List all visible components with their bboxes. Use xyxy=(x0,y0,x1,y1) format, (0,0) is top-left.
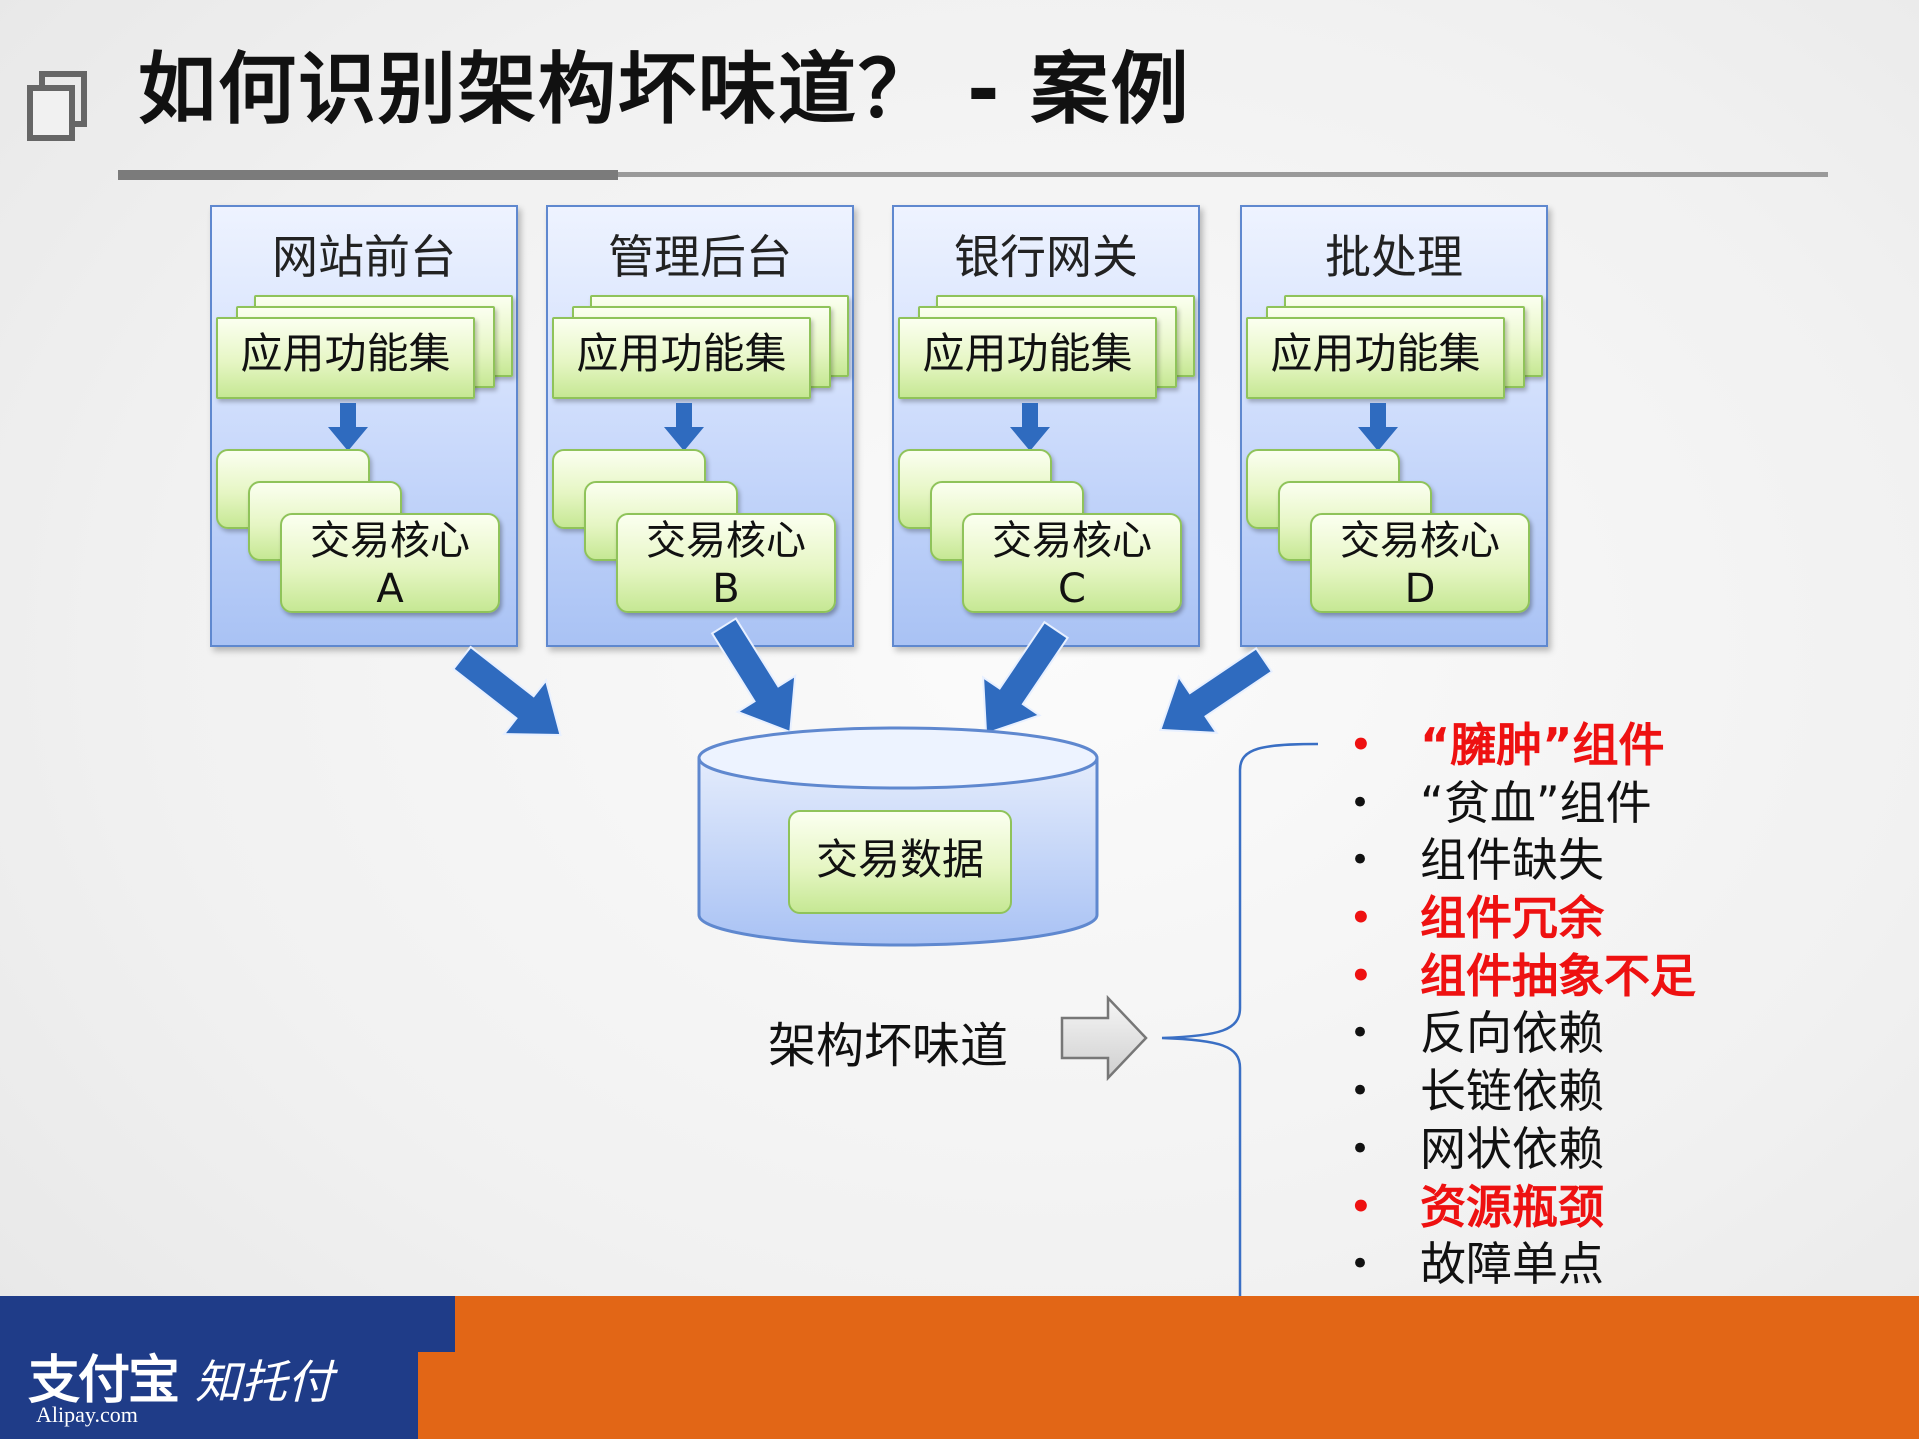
trade-core-id: C xyxy=(1058,566,1086,612)
system-name: 银行网关 xyxy=(954,230,1138,284)
smell-text: 长链依赖 xyxy=(1420,1064,1604,1119)
down-arrow-icon xyxy=(328,403,368,451)
smell-text: 网状依赖 xyxy=(1420,1121,1604,1176)
curly-brace xyxy=(1161,742,1319,1334)
smell-text: “臃肿”组件 xyxy=(1420,718,1665,772)
system-panel-4: 批处理 应用功能集 交易核心 D xyxy=(1240,205,1548,647)
alipay-slogan: 知托付 xyxy=(195,1355,333,1409)
system-name: 网站前台 xyxy=(272,230,456,284)
trade-core-label: 交易核心 xyxy=(310,518,470,564)
bullet-icon: • xyxy=(1350,725,1372,765)
feature-set-label: 应用功能集 xyxy=(1270,329,1481,378)
system-panel-2: 管理后台 应用功能集 交易核心 B xyxy=(546,205,854,647)
system-name: 批处理 xyxy=(1325,230,1463,284)
feature-set-label: 应用功能集 xyxy=(240,329,451,378)
smell-item: • 组件抽象不足 xyxy=(1350,947,1696,1005)
slide-copy-icon xyxy=(27,71,87,141)
smell-text: 故障单点 xyxy=(1420,1237,1604,1292)
smell-item: • 组件冗余 xyxy=(1350,889,1696,947)
trade-core-box: 交易核心 B xyxy=(616,513,836,613)
trade-core-box: 交易核心 A xyxy=(280,513,500,613)
title-rule-light xyxy=(618,172,1828,177)
smell-item: • “贫血”组件 xyxy=(1350,774,1696,832)
smell-list: • “臃肿”组件 • “贫血”组件 • 组件缺失 • 组件冗余 • 组件抽象不足 • 反向依赖 • 长链依… xyxy=(1350,716,1696,1351)
alipay-domain: Alipay.com xyxy=(36,1402,138,1427)
smell-text: 资源瓶颈 xyxy=(1420,1179,1604,1234)
smell-item: • 网状依赖 xyxy=(1350,1120,1696,1178)
system-name: 管理后台 xyxy=(608,230,792,284)
gray-arrow xyxy=(1060,994,1148,1082)
footer-navy-band xyxy=(0,1296,455,1439)
arrow-c-to-db xyxy=(981,620,1069,736)
smell-item: • 反向依赖 xyxy=(1350,1004,1696,1062)
arrow-a-to-db xyxy=(451,645,562,736)
smell-text: 组件抽象不足 xyxy=(1420,948,1696,1003)
bullet-icon: • xyxy=(1350,955,1372,996)
smell-item: • 资源瓶颈 xyxy=(1350,1178,1696,1236)
smell-item: • 长链依赖 xyxy=(1350,1062,1696,1120)
bullet-icon: • xyxy=(1350,1071,1371,1112)
bullet-icon: • xyxy=(1350,1244,1371,1285)
smell-text: “贫血”组件 xyxy=(1420,775,1652,830)
feature-set-box: 应用功能集 xyxy=(898,317,1157,399)
smell-item: • 组件缺失 xyxy=(1350,831,1696,889)
arrow-d-to-db xyxy=(1158,647,1274,735)
title-rule-dark xyxy=(118,170,618,180)
feature-set-label: 应用功能集 xyxy=(922,329,1133,378)
bullet-icon: • xyxy=(1350,1186,1372,1227)
smell-text: 组件缺失 xyxy=(1420,833,1604,888)
smell-text: 反向依赖 xyxy=(1420,1006,1604,1061)
smell-text: 组件冗余 xyxy=(1420,891,1604,946)
feature-set-box: 应用功能集 xyxy=(552,317,811,399)
smell-item: • “臃肿”组件 xyxy=(1350,716,1696,774)
alipay-logo: 支付宝 xyxy=(28,1350,180,1411)
down-arrow-icon xyxy=(1010,403,1050,451)
bullet-icon: • xyxy=(1350,898,1372,939)
system-panel-1: 网站前台 应用功能集 交易核心 A xyxy=(210,205,518,647)
smell-label: 架构坏味道 xyxy=(768,1018,1009,1074)
trade-core-id: D xyxy=(1404,566,1436,612)
feature-set-box: 应用功能集 xyxy=(1246,317,1505,399)
down-arrow-icon xyxy=(1358,403,1398,451)
slide-title: 如何识别架构坏味道？ - 案例 xyxy=(138,45,1191,135)
bullet-icon: • xyxy=(1350,840,1371,881)
trade-core-box: 交易核心 D xyxy=(1310,513,1530,613)
down-arrow-icon xyxy=(664,403,704,451)
trade-core-id: A xyxy=(376,566,404,612)
trade-core-label: 交易核心 xyxy=(646,518,806,564)
bullet-icon: • xyxy=(1350,1128,1371,1169)
trade-core-box: 交易核心 C xyxy=(962,513,1182,613)
footer-orange-band xyxy=(455,1296,1919,1439)
database-label: 交易数据 xyxy=(788,810,1012,914)
trade-core-label: 交易核心 xyxy=(992,518,1152,564)
feature-set-box: 应用功能集 xyxy=(216,317,475,399)
trade-core-label: 交易核心 xyxy=(1340,518,1500,564)
bullet-icon: • xyxy=(1350,1013,1371,1054)
footer-notch xyxy=(418,1352,458,1439)
bullet-icon: • xyxy=(1350,782,1371,823)
smell-item: • 故障单点 xyxy=(1350,1235,1696,1293)
system-panel-3: 银行网关 应用功能集 交易核心 C xyxy=(892,205,1200,647)
arrow-b-to-db xyxy=(710,617,797,734)
trade-core-id: B xyxy=(712,566,740,612)
feature-set-label: 应用功能集 xyxy=(576,329,787,378)
